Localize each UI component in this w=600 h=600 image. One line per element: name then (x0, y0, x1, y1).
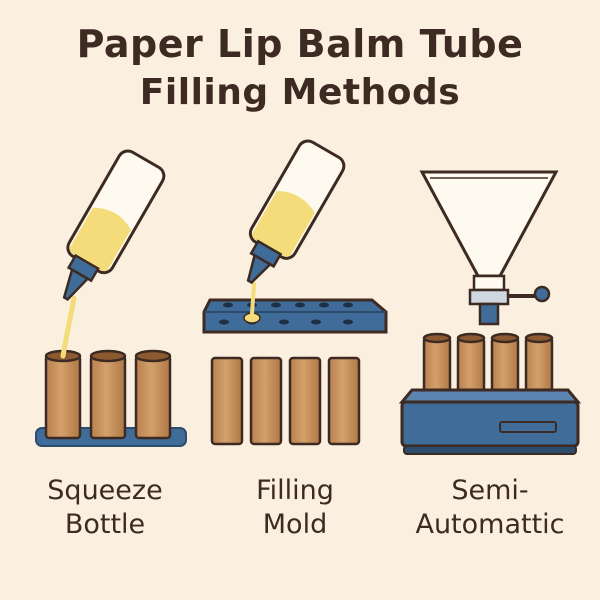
paper-tube (327, 356, 361, 446)
caption-line-1: Filling (256, 475, 334, 506)
title-line-2: Filling Methods (139, 72, 461, 113)
squeeze-bottle (62, 149, 166, 302)
paper-tube (210, 356, 244, 446)
caption-line-1: Semi- (451, 475, 529, 506)
paper-tube (288, 356, 322, 446)
caption-filling-mold: Filling Mold (210, 474, 380, 542)
caption-line-2: Bottle (64, 509, 146, 540)
balm-stream (60, 295, 77, 359)
caption-squeeze-bottle: Squeeze Bottle (20, 474, 190, 542)
caption-line-2: Mold (262, 509, 328, 540)
filling-mold-tray (202, 298, 388, 334)
title-line-1: Paper Lip Balm Tube (76, 22, 524, 66)
filling-mold-scene (202, 139, 388, 446)
paper-tube (134, 349, 172, 440)
caption-semi-automatic: Semi- Automattic (395, 474, 585, 542)
semi-automatic-scene (398, 170, 582, 455)
machine-display-slot (499, 421, 557, 433)
machine-base (398, 388, 582, 455)
balm-stream (250, 282, 256, 316)
filling-hopper (419, 170, 559, 326)
caption-line-1: Squeeze (47, 475, 163, 506)
paper-tube (89, 349, 127, 440)
squeeze-bottle (246, 139, 346, 285)
paper-tube (249, 356, 283, 446)
squeeze-bottle-scene (35, 149, 187, 447)
paper-tube (44, 349, 82, 440)
caption-line-2: Automattic (415, 509, 565, 540)
